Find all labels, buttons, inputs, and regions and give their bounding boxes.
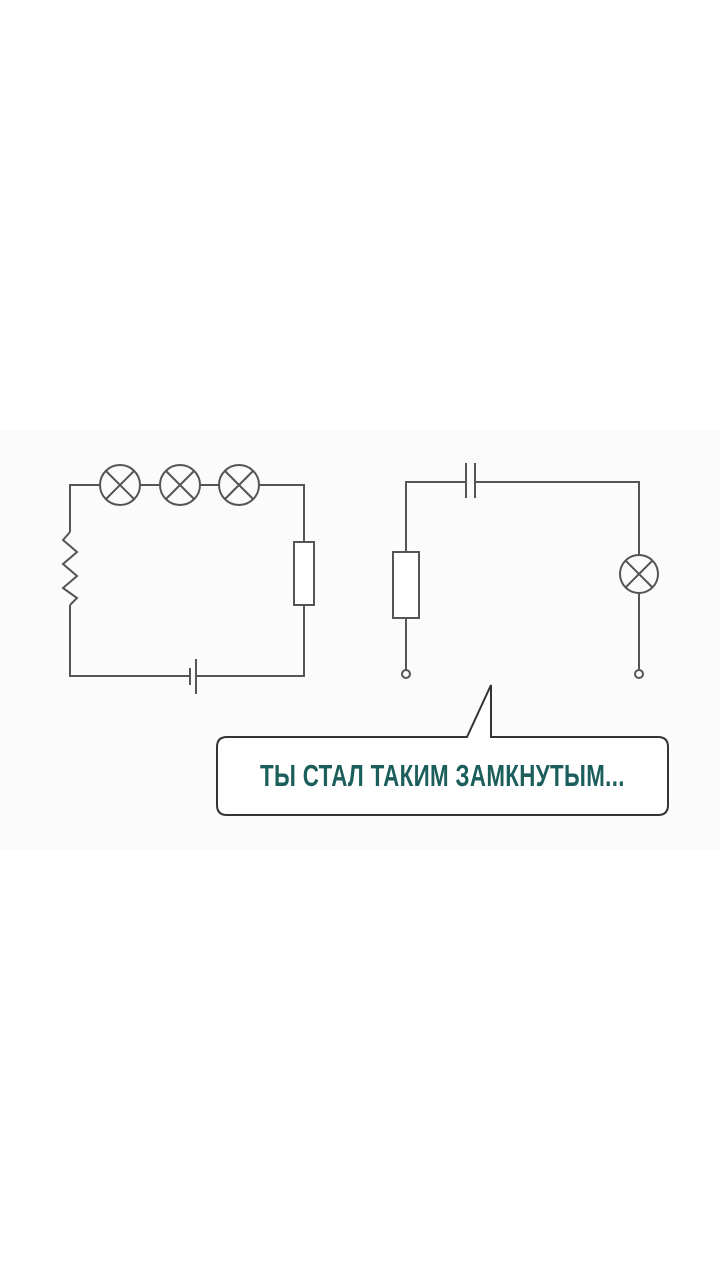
inductor-zigzag	[61, 531, 79, 606]
lamp-icon	[218, 464, 260, 506]
lamp-icon	[619, 554, 659, 594]
open-circuit	[392, 463, 659, 679]
resistor	[293, 541, 315, 606]
wire	[405, 481, 640, 670]
closed-circuit	[61, 464, 315, 694]
lamp-icon	[99, 464, 141, 506]
lamp-icon	[159, 464, 201, 506]
capacitor-icon	[465, 463, 476, 498]
speech-bubble-text: ТЫ СТАЛ ТАКИМ ЗАМКНУТЫМ...	[217, 737, 668, 815]
terminal	[401, 669, 411, 679]
wire	[69, 484, 305, 677]
resistor	[392, 551, 420, 619]
battery-icon	[189, 659, 197, 694]
speech-bubble	[216, 684, 669, 816]
caption-text: ТЫ СТАЛ ТАКИМ ЗАМКНУТЫМ...	[260, 758, 625, 793]
terminal	[634, 669, 644, 679]
